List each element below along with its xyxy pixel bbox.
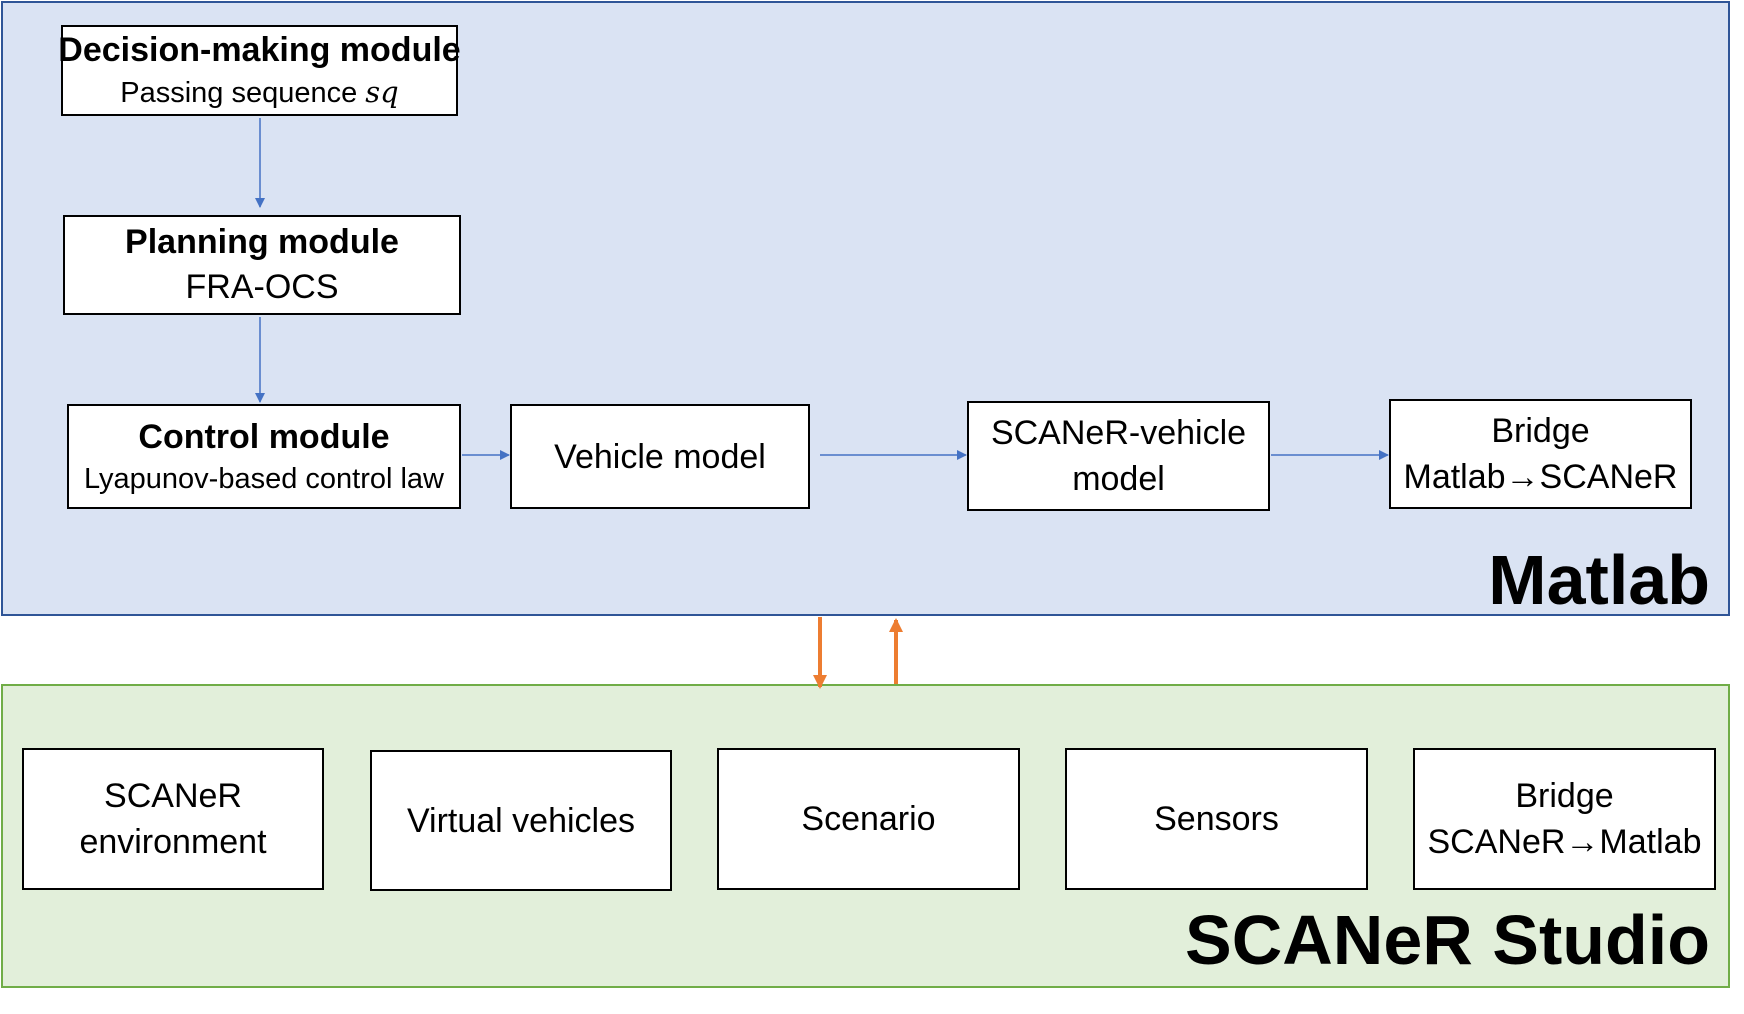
bridge-scaner-to-matlab-line2: SCANeR→Matlab [1427,823,1702,861]
virtual-vehicles-box: Virtual vehicles [370,750,672,891]
sensors-label: Sensors [1154,800,1279,838]
bridge-scaner-to-matlab-box: Bridge SCANeR→Matlab [1413,748,1716,890]
scaner-environment-line1: SCANeR [104,777,242,815]
decision-making-module-title: Decision-making module [58,31,461,69]
bridge-matlab-to-scaner-box: Bridge Matlab→SCANeR [1389,399,1692,509]
control-module-title: Control module [138,417,390,456]
control-module-law: Lyapunov-based control law [83,462,445,495]
passing-sequence-label: Passing sequence sq [120,72,399,113]
passing-sequence-text: Passing sequence [120,77,358,109]
bridge-matlab-to-scaner-line1: Bridge [1491,412,1590,450]
bridge-matlab-to-scaner-line2: Matlab→SCANeR [1403,458,1678,496]
planning-module-title: Planning module [125,223,399,261]
vehicle-model-label: Vehicle model [554,437,766,476]
bridge-scaner-to-matlab-line1: Bridge [1515,777,1614,815]
scaner-studio-title: SCANeR Studio [1185,901,1710,979]
virtual-vehicles-label: Virtual vehicles [406,801,636,840]
scaner-environment-box: SCANeR environment [22,748,324,890]
decision-making-module-box: Decision-making module Passing sequence … [58,25,461,116]
scaner-vehicle-model-box: SCANeR-vehicle model [967,401,1270,511]
sensors-box: Sensors [1065,748,1368,890]
planning-module-method: FRA-OCS [185,268,339,306]
vehicle-model-box: Vehicle model [510,404,810,509]
matlab-title: Matlab [1488,541,1710,619]
scenario-box: Scenario [717,748,1020,890]
scaner-vehicle-model-line1: SCANeR-vehicle [990,414,1247,452]
scaner-environment-line2: environment [79,823,267,861]
control-module-box: Control module Lyapunov-based control la… [67,404,461,509]
passing-sequence-symbol: sq [365,75,399,109]
scenario-label: Scenario [801,800,936,838]
planning-module-box: Planning module FRA-OCS [63,215,461,315]
scaner-vehicle-model-line2: model [1072,460,1165,498]
